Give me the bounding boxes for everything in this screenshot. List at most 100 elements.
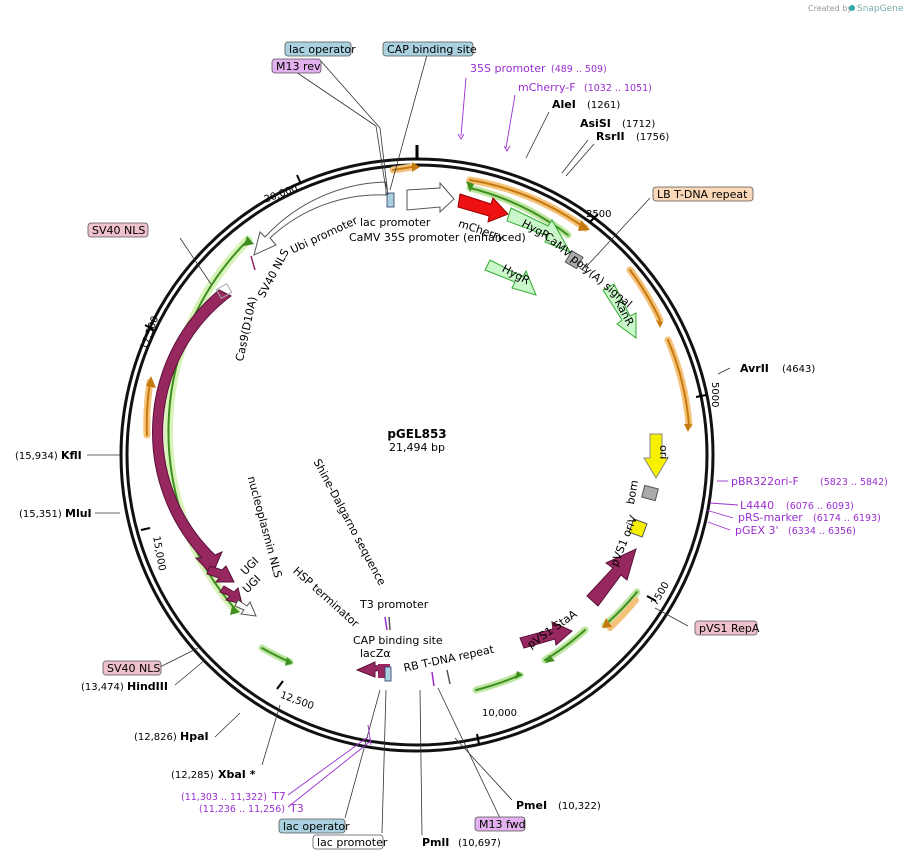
backbone-inner: [125, 163, 709, 747]
inner-features: [152, 181, 669, 687]
primer-pgex3-pos: (6334 .. 6356): [788, 526, 856, 537]
enzyme-avrii: AvrII: [740, 362, 769, 375]
primer-pgex3: pGEX 3': [735, 524, 779, 537]
pvs1-staa-arrow: [586, 548, 637, 607]
nucleoplasmin-nls-arrow: [206, 565, 235, 583]
enzyme-asisi: AsiSI: [580, 117, 611, 130]
label-bom: bom: [624, 479, 641, 505]
enzyme-hpai: HpaI: [180, 730, 209, 743]
tick-12500: 12,500: [279, 690, 316, 712]
box-sv40-nls-top: SV40 NLS: [92, 224, 145, 237]
enzyme-alei-pos: (1261): [587, 100, 620, 111]
enzyme-hindiii: HindIII: [127, 680, 168, 693]
tick-17500: 17,500: [139, 315, 161, 352]
enzyme-mlui-pos: (15,351): [19, 509, 62, 520]
watermark-brand: SnapGene: [857, 4, 904, 14]
primer-35s: 35S promoter: [470, 62, 546, 75]
enzyme-xbai: XbaI *: [218, 768, 256, 781]
label-cas9: Cas9(D10A): [233, 295, 259, 362]
lac-promoter-mark: [386, 192, 395, 208]
enzyme-alei: AleI: [552, 98, 576, 111]
label-hsp-terminator: HSP terminator: [290, 564, 361, 630]
hygr-arrow-1: [506, 207, 572, 253]
label-lac-promoter: lac promoter: [360, 216, 431, 229]
enzyme-rsrii-pos: (1756): [636, 132, 669, 143]
primer-prs-marker: pRS-marker: [738, 511, 803, 524]
enzyme-hpai-pos: (12,826): [134, 732, 177, 743]
enzyme-labels: AleI (1261) AsiSI (1712) RsrII (1756) Av…: [15, 98, 815, 849]
tick-7500: 7500: [650, 580, 672, 608]
tick-10000: 10,000: [482, 708, 517, 719]
ori-arrow: [643, 433, 669, 479]
label-cap-binding-site: CAP binding site: [353, 634, 443, 647]
primer-l4440: L4440: [740, 499, 774, 512]
label-camv-35s: CaMV 35S promoter (enhanced): [349, 231, 526, 244]
primer-labels: 35S promoter (489 .. 509) mCherry-F (103…: [181, 62, 888, 815]
tick-marks: [140, 174, 707, 745]
enzyme-asisi-pos: (1712): [622, 119, 655, 130]
primer-pbr322ori-f-pos: (5823 .. 5842): [820, 477, 888, 488]
mcherry-arrow: [457, 193, 509, 223]
enzyme-avrii-pos: (4643): [782, 364, 815, 375]
enzyme-kfli-pos: (15,934): [15, 451, 58, 462]
primer-prs-marker-pos: (6174 .. 6193): [813, 513, 881, 524]
primer-l4440-pos: (6076 .. 6093): [786, 501, 854, 512]
primer-mcherry-f: mCherry-F: [518, 81, 576, 94]
enzyme-xbai-pos: (12,285): [171, 770, 214, 781]
box-lac-operator-bottom: lac operator: [283, 820, 350, 833]
label-shine-dalgarno: Shine-Dalgarno sequence: [311, 457, 389, 588]
label-ugi-1: UGI: [238, 555, 261, 578]
outer-arc-arrowheads: [146, 162, 692, 679]
tick-2500: 2500: [586, 209, 611, 220]
box-pvs1-repa: pVS1 RepA: [699, 622, 760, 635]
enzyme-hindiii-pos: (13,474): [81, 682, 124, 693]
plasmid-name: pGEL853: [387, 427, 446, 441]
label-t3-promoter: T3 promoter: [359, 598, 429, 611]
hsp-terminator-arrow: [234, 599, 257, 617]
primer-t3: T3: [289, 802, 304, 815]
leader-lines: [87, 54, 731, 836]
pvs1-repa-inner-arrow: [519, 621, 573, 649]
feature-labels: lac promoter CaMV 35S promoter (enhanced…: [233, 214, 670, 675]
box-lac-promoter-bottom: lac promoter: [317, 836, 388, 849]
snapgene-logo-icon: [849, 5, 855, 11]
box-lac-operator-top: lac operator: [289, 43, 356, 56]
enzyme-kfli: KflI: [61, 449, 82, 462]
boxed-labels: lac operator CAP binding site M13 rev LB…: [87, 41, 760, 850]
box-m13-fwd: M13 fwd: [479, 818, 526, 831]
tick-15000: 15,000: [150, 535, 167, 571]
primer-pbr322ori-f: pBR322ori-F: [731, 475, 799, 488]
label-sv40-nls-inner: SV40 NLS: [255, 247, 292, 300]
enzyme-pmei: PmeI: [516, 799, 547, 812]
tick-20000: 20,000: [263, 183, 300, 205]
label-rb-tdna-repeat: RB T-DNA repeat: [402, 643, 495, 675]
box-m13-rev: M13 rev: [276, 60, 321, 73]
label-ori: ori: [657, 445, 670, 459]
kanr-arrow: [602, 283, 637, 339]
ubi-promoter-arrow: [253, 181, 387, 256]
primer-leaders: [287, 77, 739, 808]
primer-mcherry-f-pos: (1032 .. 1051): [584, 83, 652, 94]
plasmid-size: 21,494 bp: [389, 441, 445, 454]
pvs1-oriv-mark: [628, 518, 648, 538]
camv-35s-promoter-arrow: [406, 181, 455, 214]
enzyme-pmei-pos: (10,322): [558, 801, 601, 812]
hygr-arrow-2: [484, 259, 537, 296]
label-lacz-alpha: lacZα: [360, 647, 391, 660]
cas9-d10a-arrow: [152, 289, 232, 576]
watermark-prefix: Created by: [808, 4, 852, 13]
primer-t7: T7: [271, 790, 286, 803]
enzyme-pmli: PmlI: [422, 836, 449, 849]
enzyme-mlui: MluI: [65, 507, 92, 520]
enzyme-rsrii: RsrII: [596, 130, 625, 143]
tick-5000: 5000: [709, 382, 720, 407]
camv-polya-mark: [564, 250, 584, 270]
bom-mark: [641, 484, 659, 502]
primer-t3-pos: (11,236 .. 11,256): [199, 804, 285, 815]
label-ugi-2: UGI: [240, 573, 263, 596]
ugi-arrow-1: [219, 585, 243, 605]
box-lb-tdna-repeat: LB T-DNA repeat: [657, 188, 748, 201]
primer-t7-pos: (11,303 .. 11,322): [181, 792, 267, 803]
primer-35s-pos: (489 .. 509): [551, 64, 607, 75]
